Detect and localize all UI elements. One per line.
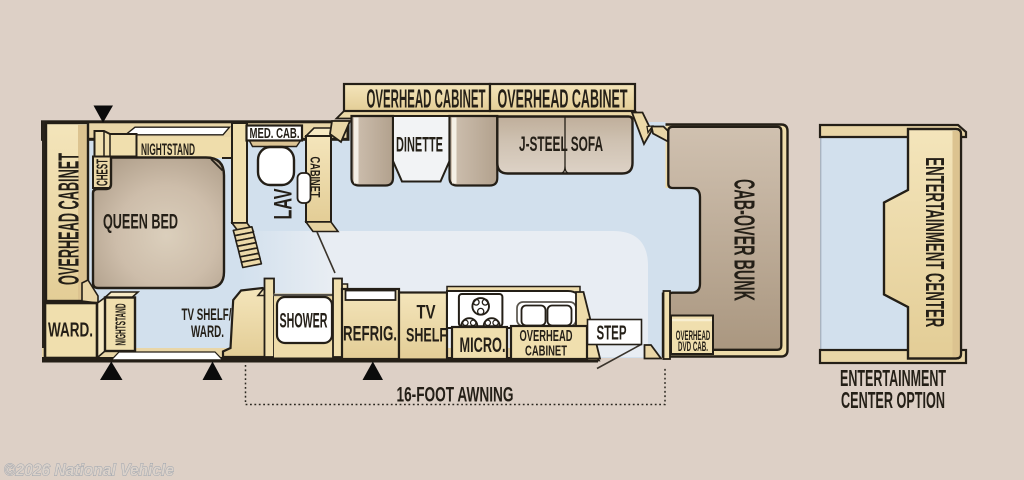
svg-text:NIGHTSTAND: NIGHTSTAND	[114, 304, 130, 346]
svg-text:J-STEEL SOFA: J-STEEL SOFA	[519, 132, 603, 156]
svg-text:CABINET: CABINET	[308, 157, 324, 198]
svg-text:STEP: STEP	[597, 323, 627, 345]
svg-text:SHOWER: SHOWER	[280, 309, 328, 333]
svg-text:SHELF: SHELF	[406, 325, 447, 347]
svg-text:CABINET: CABINET	[525, 343, 567, 360]
svg-text:TV: TV	[417, 302, 436, 324]
svg-text:16-FOOT AWNING: 16-FOOT AWNING	[397, 383, 514, 407]
svg-text:WARD.: WARD.	[48, 320, 93, 342]
svg-text:TV SHELF/: TV SHELF/	[182, 305, 232, 324]
svg-text:QUEEN BED: QUEEN BED	[103, 210, 178, 234]
svg-text:ENTERTAINMENT CENTER: ENTERTAINMENT CENTER	[920, 157, 950, 327]
svg-text:OVERHEAD CABINET: OVERHEAD CABINET	[498, 84, 628, 114]
svg-text:©2026 National Vehicle: ©2026 National Vehicle	[4, 462, 174, 480]
svg-text:ENTERTAINMENT: ENTERTAINMENT	[840, 365, 946, 391]
svg-text:NIGHTSTAND: NIGHTSTAND	[141, 140, 195, 159]
svg-text:CENTER OPTION: CENTER OPTION	[841, 387, 945, 413]
svg-text:MICRO.: MICRO.	[460, 333, 506, 357]
svg-text:OVERHEAD: OVERHEAD	[520, 328, 573, 345]
svg-text:OVERHEAD: OVERHEAD	[676, 328, 711, 343]
svg-text:DVD CAB.: DVD CAB.	[678, 339, 708, 354]
svg-text:OVERHEAD CABINET: OVERHEAD CABINET	[54, 153, 86, 285]
svg-text:MED. CAB.: MED. CAB.	[250, 126, 300, 142]
svg-text:CAB-OVER BUNK: CAB-OVER BUNK	[728, 179, 760, 301]
svg-text:DINETTE: DINETTE	[396, 134, 443, 157]
svg-text:OVERHEAD CABINET: OVERHEAD CABINET	[367, 84, 486, 114]
svg-text:REFRIG.: REFRIG.	[343, 322, 397, 346]
svg-text:CHEST: CHEST	[95, 159, 112, 186]
svg-text:WARD.: WARD.	[191, 322, 224, 341]
svg-text:LAV: LAV	[270, 188, 298, 219]
